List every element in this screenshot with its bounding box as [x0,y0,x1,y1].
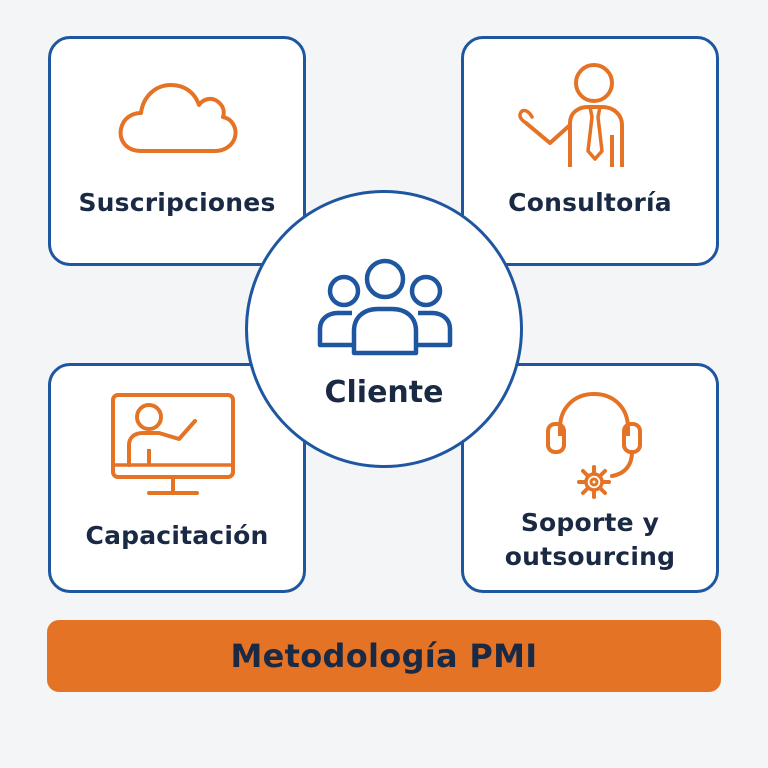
center-label: Cliente [324,375,444,410]
card-label-capacitacion: Capacitación [85,521,269,550]
consultant-presenting-icon [518,63,624,167]
headset-gear-icon [546,391,642,499]
methodology-label: Metodología PMI [230,637,538,675]
center-cliente: Cliente [245,190,523,468]
card-label-consultoria: Consultoría [508,188,672,217]
group-people-icon [317,258,453,356]
methodology-bar: Metodología PMI [47,620,721,692]
cloud-icon [118,83,238,153]
card-label-soporte-outsourcing: Soporte y outsourcing [504,508,676,571]
card-capacitacion: Capacitación [48,363,306,593]
card-suscripciones: Suscripciones [48,36,306,266]
card-consultoria: Consultoría [461,36,719,266]
card-soporte-outsourcing: Soporte y outsourcing [461,363,719,593]
card-label-suscripciones: Suscripciones [78,188,276,217]
screen-presentation-icon [111,393,235,495]
